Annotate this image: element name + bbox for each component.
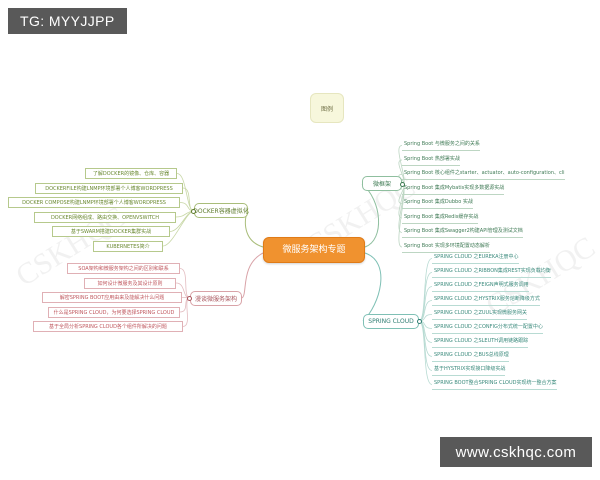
leaf-weikuangjia-2[interactable]: Spring Boot 核心组件之starter、actuator、auto-c… [402,169,565,180]
watermark-top-left: TG: MYYJJPP [8,8,127,34]
leaf-springcloud-9[interactable]: SPRING BOOT整合SPRING CLOUD实现统一整合方案 [432,379,557,390]
branch-weikuangjia[interactable]: 微框架 [362,176,402,191]
branch-mantan[interactable]: 漫谈微服务架构 [190,291,242,306]
leaf-weikuangjia-3[interactable]: Spring Boot 集成Mybatis实现多数据源实战 [402,184,505,195]
leaf-mantan-4[interactable]: 基于全局分析SPRING CLOUD各个组件所解决的问题 [33,321,183,332]
leaf-mantan-0[interactable]: SOA架构和微服务架构之间的区别和联系 [67,263,180,274]
leaf-docker-0[interactable]: 了解DOCKER的镜像、仓库、容器 [85,168,177,179]
leaf-springcloud-0[interactable]: SPRING CLOUD 之EUREKA注册中心 [432,253,519,264]
leaf-mantan-3[interactable]: 什么是SPRING CLOUD，为何要选择SPRING CLOUD [48,306,180,318]
leaf-weikuangjia-6[interactable]: Spring Boot 集成Swagger2构建API管理及测试文档 [402,227,523,238]
collapse-toggle-mantan[interactable] [187,295,192,301]
leaf-docker-3[interactable]: DOCKER网络组成、路由交换、OPENVSWITCH [34,211,176,223]
collapse-toggle-docker[interactable] [191,208,196,214]
leaf-docker-5[interactable]: KUBERNETES简介 [93,240,163,252]
leaf-weikuangjia-1[interactable]: Spring Boot 热部署实战 [402,155,460,166]
leaf-springcloud-3[interactable]: SPRING CLOUD 之HYSTRIX服务熔断降级方式 [432,295,540,306]
leaf-springcloud-8[interactable]: 基于HYSTRIX实现接口降级实战 [432,365,506,376]
leaf-docker-1[interactable]: DOCKERFILE构建LNMP环境部署个人博客WORDPRESS [35,182,183,194]
leaf-weikuangjia-4[interactable]: Spring Boot 集成Dubbo 实战 [402,198,473,209]
leaf-docker-2[interactable]: DOCKER COMPOSE构建LNMP环境部署个人博客WORDPRESS [8,197,180,208]
branch-springcloud[interactable]: SPRING CLOUD [363,314,419,329]
leaf-mantan-2[interactable]: 解密SPRING BOOT应用由来及能解决什么问题 [42,292,182,303]
leaf-mantan-1[interactable]: 如何设计微服务及其设计原则 [84,277,176,289]
collapse-toggle-springcloud[interactable] [417,318,422,324]
leaf-springcloud-7[interactable]: SPRING CLOUD 之BUS总线原理 [432,351,509,362]
branch-docker[interactable]: DOCKER容器虚拟化 [193,203,249,218]
leaf-springcloud-1[interactable]: SPRING CLOUD 之RIBBON集成REST实现负载均衡 [432,267,551,278]
leaf-weikuangjia-5[interactable]: Spring Boot 集成Redis缓存实战 [402,213,479,224]
leaf-weikuangjia-7[interactable]: Spring Boot 实现多环境配置动态解析 [402,242,490,253]
leaf-springcloud-2[interactable]: SPRING CLOUD 之FEIGN声明式服务调用 [432,281,529,292]
leaf-springcloud-4[interactable]: SPRING CLOUD 之ZUUL实现微服务网关 [432,309,528,320]
leaf-docker-4[interactable]: 基于SWARM搭建DOCKER集群实战 [52,226,170,237]
collapse-toggle-weikuangjia[interactable] [400,181,405,187]
leaf-weikuangjia-0[interactable]: Spring Boot 与微服务之间的关系 [402,140,480,151]
leaf-springcloud-6[interactable]: SPRING CLOUD 之SLEUTH调用链路跟踪 [432,337,529,348]
root-node[interactable]: 微服务架构专题 [263,237,365,263]
legend-box[interactable]: 图例 [310,93,344,123]
leaf-springcloud-5[interactable]: SPRING CLOUD 之CONFIG分布式统一配置中心 [432,323,543,334]
watermark-bottom-right: www.cskhqc.com [440,437,592,467]
